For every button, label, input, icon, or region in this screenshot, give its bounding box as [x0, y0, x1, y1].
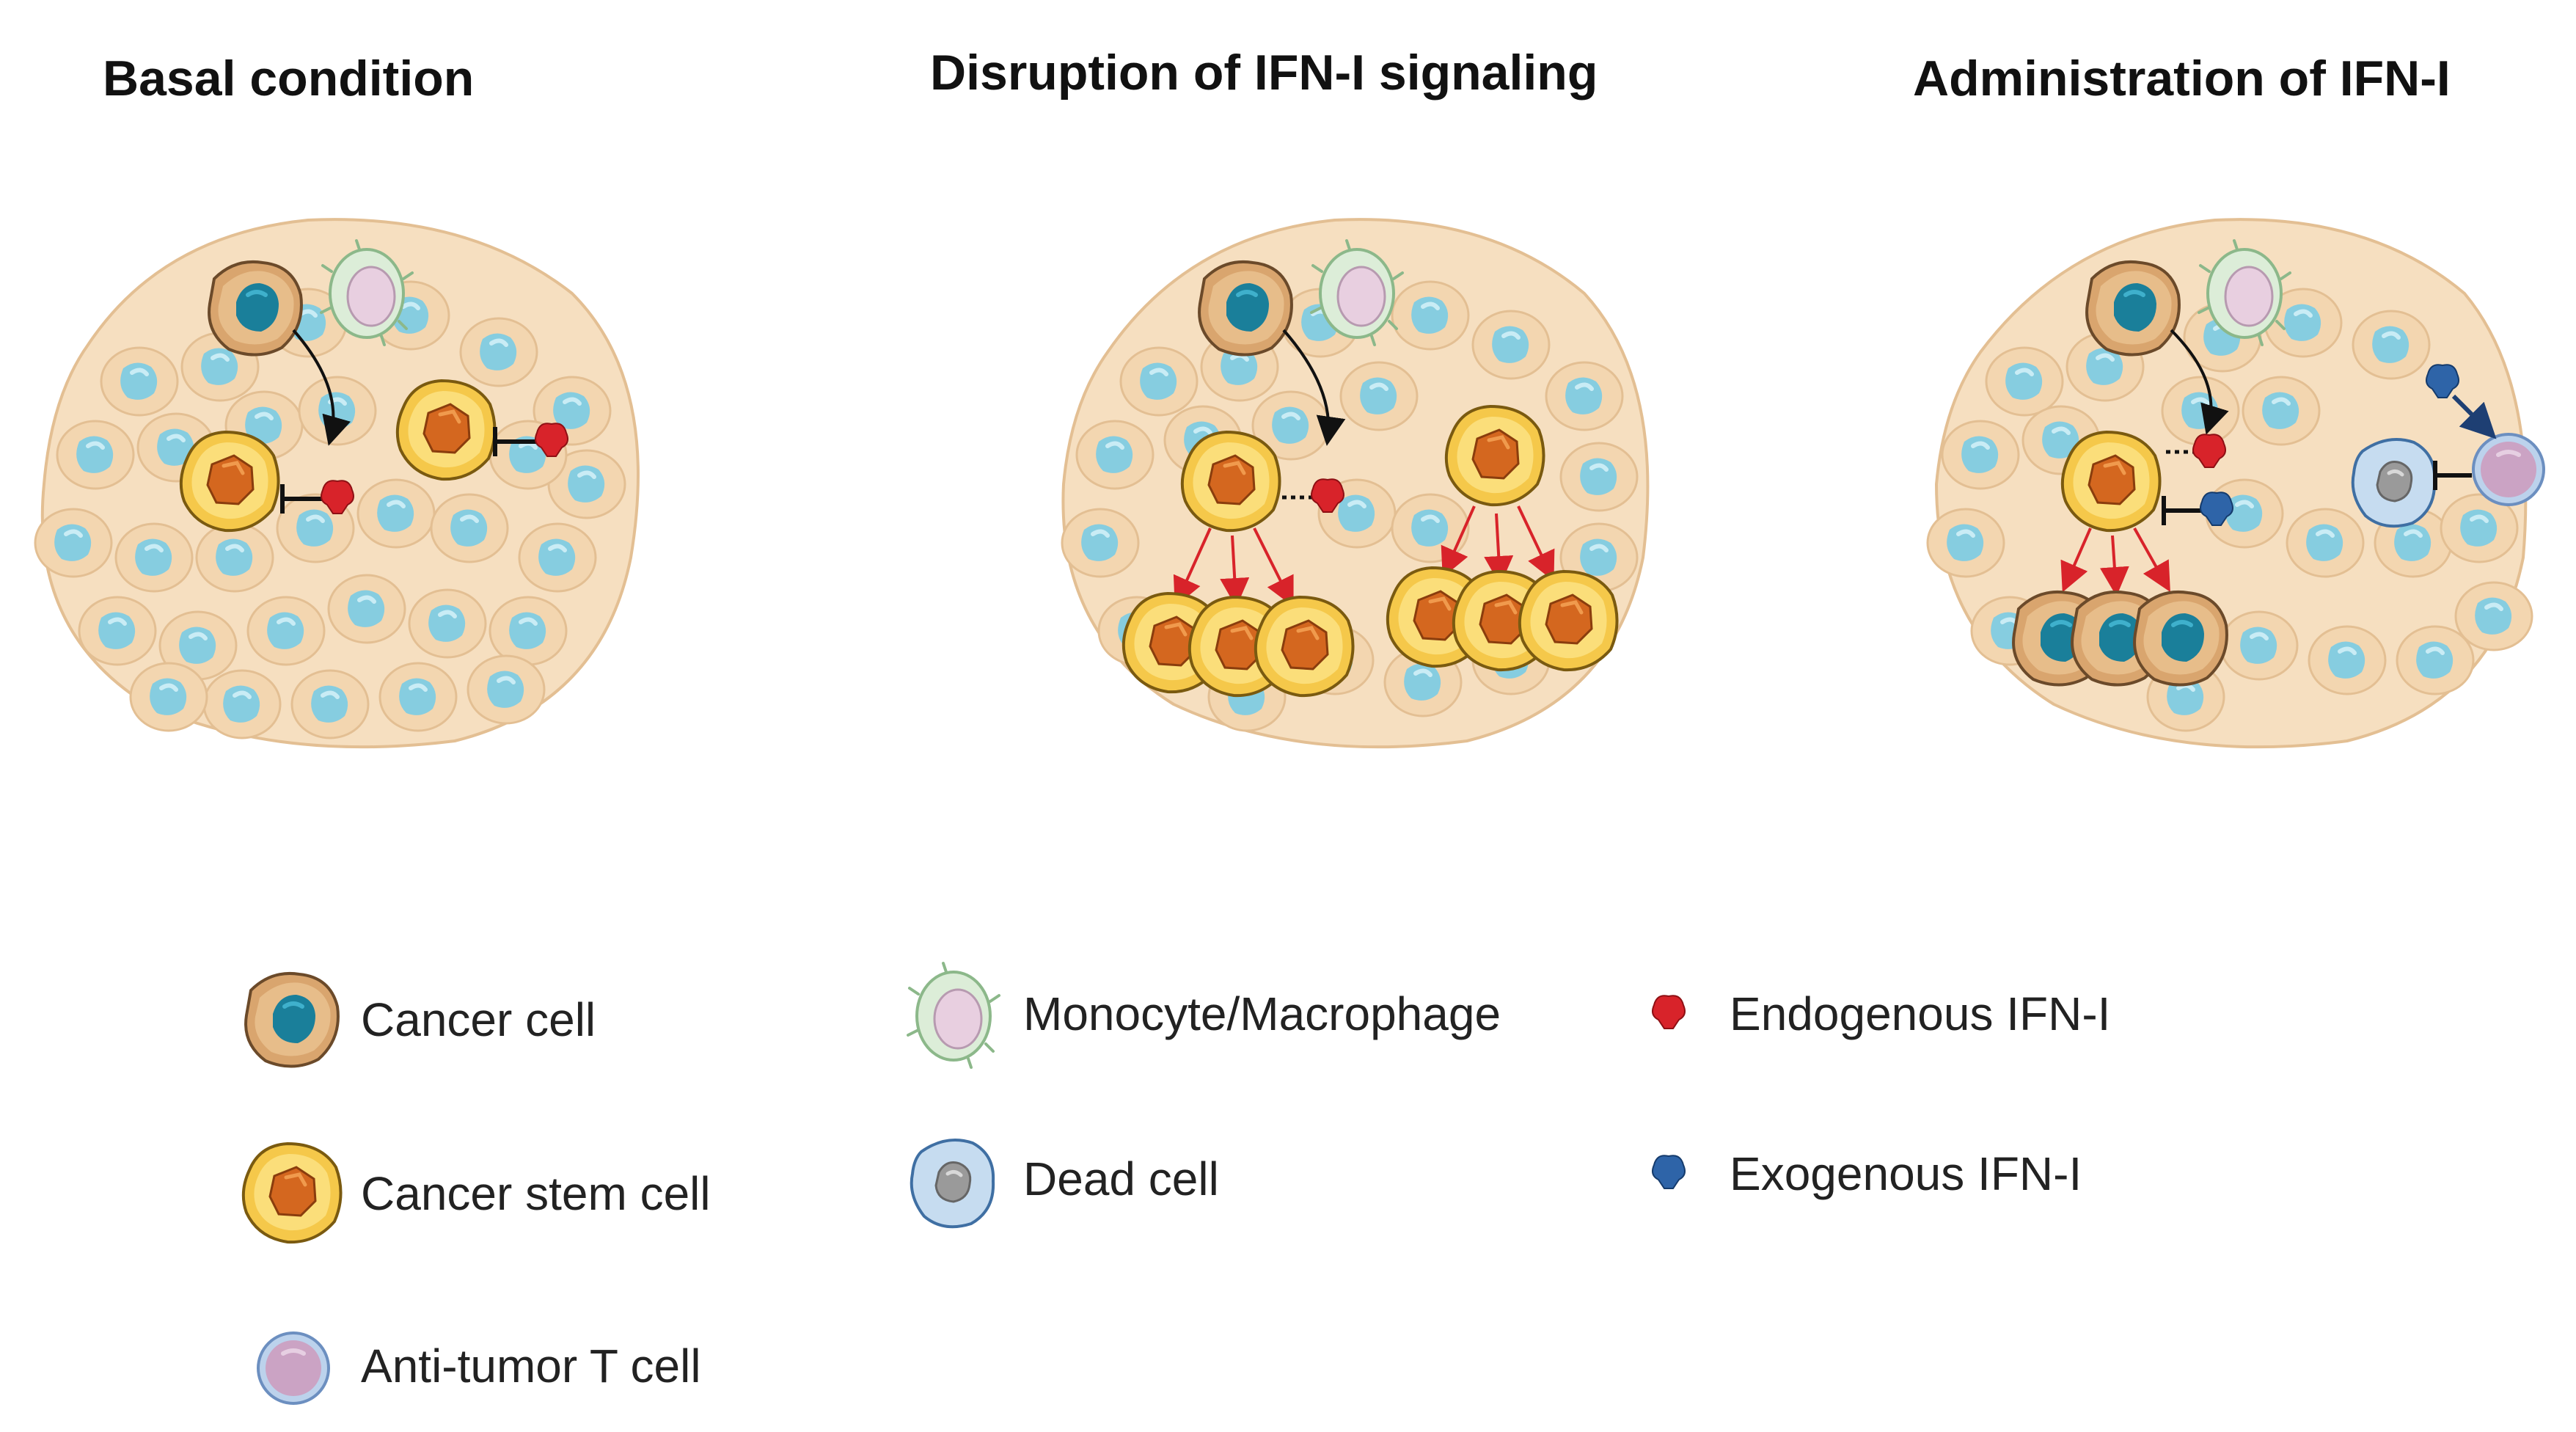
- cancer-stem-cell: [1520, 571, 1617, 670]
- inhibition-line: [2433, 461, 2472, 490]
- cancer-stem-cell: [398, 381, 495, 479]
- cancer-stem-cell: [1182, 432, 1280, 530]
- dead-cell-icon: [912, 1140, 993, 1227]
- legend-label-monocyte: Monocyte/Macrophage: [1023, 987, 1501, 1040]
- anti-tumor-t-cell: [2473, 434, 2544, 505]
- cancer-stem-cell: [1256, 597, 1353, 695]
- panel-title-disruption: Disruption of IFN-I signaling: [930, 45, 1598, 101]
- cancer-cell: [209, 262, 301, 355]
- legend-label-cancer-cell: Cancer cell: [361, 993, 596, 1046]
- monocyte-icon: [907, 962, 1000, 1069]
- panel-basal: [35, 218, 640, 749]
- cancer-stem-cell: [181, 432, 279, 530]
- panel-disruption: [1062, 218, 1650, 749]
- panel-administration: [1928, 218, 2544, 749]
- panel-title-basal: Basal condition: [103, 51, 475, 106]
- secretion-arrow: [2170, 329, 2229, 435]
- inhibition-line: [280, 484, 326, 514]
- dead-cell: [2353, 439, 2434, 526]
- cancer-stem-cell: [2063, 432, 2160, 530]
- endogenous-ifn-icon: [1652, 995, 1686, 1029]
- t-cell-icon: [258, 1333, 329, 1403]
- inhibition-line: [2162, 496, 2204, 525]
- secretion-arrow: [1282, 329, 1346, 446]
- cancer-cell: [2087, 262, 2179, 355]
- cancer-stem-cell-icon: [244, 1144, 341, 1242]
- legend-label-cancer-stem-cell: Cancer stem cell: [361, 1167, 711, 1220]
- activation-arrow: [2451, 394, 2497, 439]
- cancer-cell: [2134, 592, 2227, 685]
- differentiation-arrows: [2060, 527, 2170, 596]
- legend-label-t-cell: Anti-tumor T cell: [361, 1340, 701, 1392]
- cancer-cell: [1199, 262, 1292, 355]
- exogenous-ifn-icon: [1652, 1155, 1686, 1189]
- panel-title-administration: Administration of IFN-I: [1913, 51, 2451, 106]
- cancer-stem-cell: [1446, 406, 1544, 505]
- legend-label-dead-cell: Dead cell: [1023, 1152, 1219, 1205]
- cancer-cell-icon: [246, 973, 338, 1067]
- differentiation-arrows: [1173, 505, 1555, 607]
- legend-label-exogenous: Exogenous IFN-I: [1730, 1147, 2082, 1200]
- inhibition-line: [493, 427, 539, 456]
- legend-label-endogenous: Endogenous IFN-I: [1730, 987, 2111, 1040]
- secretion-arrow: [292, 329, 351, 446]
